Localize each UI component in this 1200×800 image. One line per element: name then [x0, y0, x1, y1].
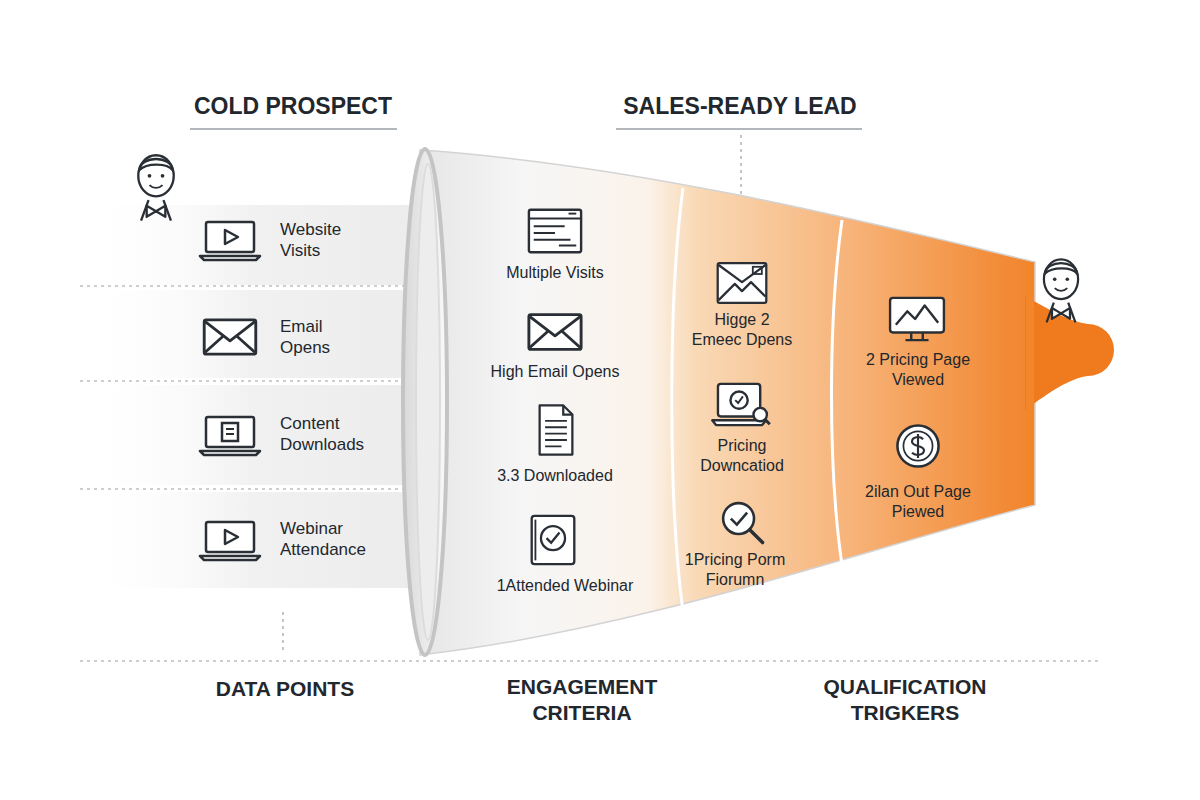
- data-point-label: Content Downloads: [280, 413, 395, 456]
- trigger-label: Pricing Downcatiod: [680, 436, 804, 476]
- trigger-label: Higge 2 Emeec Dpens: [688, 310, 796, 350]
- trigger-label: 1Pricing Porm Fiorumn: [670, 550, 800, 590]
- data-point-label: Webinar Attendance: [280, 518, 400, 561]
- column-caption: ENGAGEMENT CRITERIA: [472, 674, 692, 727]
- column-caption: DATA POINTS: [185, 676, 385, 702]
- criteria-label: High Email Opens: [465, 362, 645, 382]
- criteria-label: Multiple Visits: [465, 263, 645, 283]
- criteria-label: 3.3 Downloaded: [465, 466, 645, 486]
- data-point-label: Website Visits: [280, 219, 375, 262]
- trigger-label: 2ilan Out Page Piewed: [850, 482, 986, 522]
- section-heading: SALES-READY LEAD: [600, 92, 880, 121]
- data-point-label: Email Opens: [280, 316, 360, 359]
- trigger-label: 2 Pricing Page Viewed: [850, 350, 986, 390]
- section-heading: COLD PROSPECT: [180, 92, 406, 121]
- column-caption: QUALIFICATION TRIGKERS: [790, 674, 1020, 727]
- criteria-label: 1Attended Webinar: [470, 576, 660, 596]
